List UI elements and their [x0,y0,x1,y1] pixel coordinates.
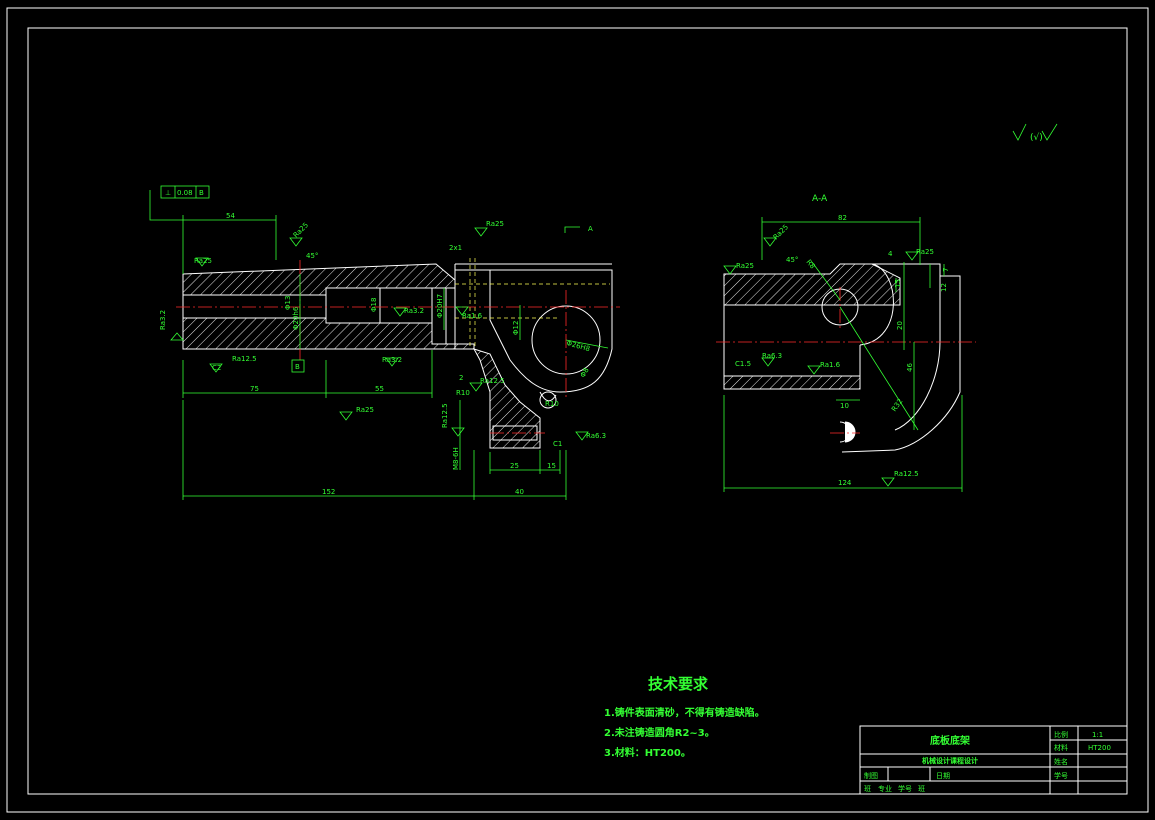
title-subtitle: 机械设计课程设计 [922,756,978,765]
ra-9: Ra3.2 [159,310,167,330]
dim-55: 55 [375,385,384,393]
dim-25: 25 [510,462,519,470]
tech-req-item-2: 2.未注铸造圆角R2~3。 [604,726,715,739]
dim-phi26: Φ26H8 [565,339,590,353]
dim-2x1: 2x1 [449,244,462,252]
material-value: HT200 [1088,744,1111,752]
sec-dim-12: 12 [940,283,948,292]
datum-ref: B [199,189,204,197]
dim-152: 152 [322,488,335,496]
dim-75: 75 [250,385,259,393]
bottom-label-4: 班 [918,784,925,793]
sec-r8: R8 [804,258,816,270]
bottom-label-2: 专业 [878,784,892,793]
view-arrow-label: A [588,225,593,233]
sec-dim-46: 46 [906,363,914,372]
tech-req-item-1: 1.铸件表面清砂，不得有铸造缺陷。 [604,706,765,719]
dim-phi20h6: Φ20h6 [292,306,300,330]
roughness-note: (√) [1030,132,1043,143]
id-label: 学号 [1054,771,1068,780]
dim-m8: M8-6H [452,447,460,470]
sec-ra3: Ra25 [772,223,790,241]
dim-40: 40 [515,488,524,496]
sec-dim-15: 15 [894,279,902,288]
sec-ra4: Ra25 [916,248,934,256]
date-label: 日期 [936,772,950,780]
datum-symbol: ⊥ [165,189,171,197]
sec-ra6: Ra12.5 [894,470,919,478]
part-name: 底板底架 [930,734,970,747]
sec-chamfer: C1.5 [735,360,751,368]
ra-3: Ra3.2 [382,356,402,364]
sec-dim-10: 10 [840,402,849,410]
outer-border [6,7,1149,813]
chamfer-c1: C1 [553,440,562,448]
front-view: 54 75 55 152 40 25 15 45° 2 2x1 C1 C2 Φ1… [149,185,620,500]
tech-requirements: 技术要求 1.铸件表面清砂，不得有铸造缺陷。 2.未注铸造圆角R2~3。 3.材… [604,675,765,759]
ra-7: Ra25 [486,220,504,228]
dim-45deg: 45° [306,252,318,260]
tech-req-title: 技术要求 [648,675,709,693]
drawn-label: 制图 [864,771,878,780]
datum-b-label: B [295,363,300,371]
dim-r10: R10 [456,389,470,397]
bracket-outline [454,264,613,393]
datum-value: 0.08 [177,189,193,197]
sec-dim-124: 124 [838,479,852,487]
ra-12: Ra25 [292,221,310,239]
material-label: 材料 [1054,743,1068,752]
bottom-label-3: 学号 [898,784,912,793]
ra-4: Ra25 [356,406,374,414]
sec-ra1: Ra25 [736,262,754,270]
sec-dim-20: 20 [896,321,904,330]
scale-label: 比例 [1054,730,1068,739]
ra-2: Ra12.5 [232,355,257,363]
section-hatch-lower [723,375,861,390]
section-view-aa: A-A 82 124 15 20 4 [716,194,976,492]
dim-phi13: Φ13 [284,296,292,310]
sec-45deg: 45° [786,256,798,264]
chamfer-c2: C2 [212,364,221,372]
dim-2: 2 [459,374,463,382]
sec-dim-7: 7 [942,268,950,272]
section-outline [840,263,961,453]
bottom-label-1: 班 [864,784,871,793]
datum-tolerance-box [160,185,210,199]
dim-r10b: R10 [545,400,559,408]
dim-phi18: Φ18 [370,298,378,312]
dim-54: 54 [226,212,235,220]
ra-6: Ra1.6 [462,312,483,320]
section-label: A-A [812,194,828,204]
section-hatch-upper [723,263,901,306]
dim-phi20h7: Φ20H7 [436,294,444,318]
name-label: 姓名 [1054,757,1068,766]
ra-5: Ra3.2 [404,307,424,315]
shaft-section-upper [182,263,456,296]
dim-phi12: Φ12 [512,321,520,335]
scale-value: 1:1 [1092,731,1103,739]
ra-1: Ra25 [194,257,212,265]
sec-dim-82: 82 [838,214,847,222]
tech-req-item-3: 3.材料：HT200。 [604,746,691,759]
dim-15: 15 [547,462,556,470]
datum-b-box [291,359,305,373]
inner-border [27,27,1128,795]
title-block: 底板底架 机械设计课程设计 比例 1:1 材料 HT200 姓名 学号 制图 日… [859,725,1128,795]
dim-phi8: Φ8 [579,366,591,379]
ra-8: Ra12.5 [480,377,505,385]
ra-11: Ra6.3 [586,432,606,440]
sec-dim-4: 4 [888,250,893,258]
sec-ra5: Ra1.6 [820,361,841,369]
ra-10: Ra12.5 [441,403,449,428]
sec-ra2: Ra6.3 [762,352,782,360]
